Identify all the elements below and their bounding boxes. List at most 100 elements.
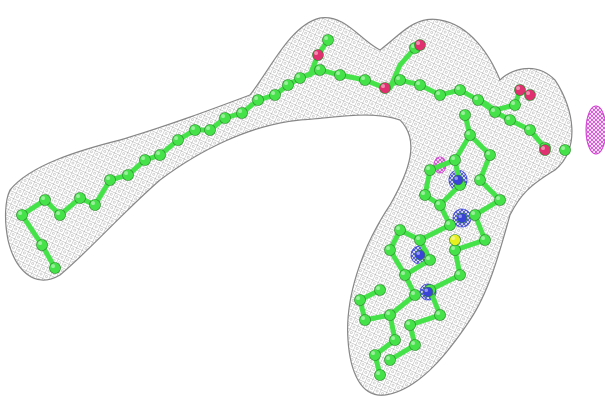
carbon-atom [469, 209, 481, 221]
carbon-atom-highlight [386, 356, 391, 361]
carbon-atom-highlight [436, 311, 441, 316]
carbon-atom-highlight [76, 194, 80, 198]
carbon-atom-highlight [471, 211, 476, 215]
carbon-atom-highlight [356, 296, 361, 301]
carbon-atom [509, 99, 521, 111]
carbon-atom [449, 154, 461, 166]
carbon-atom [459, 109, 471, 121]
oxygen-atom [414, 39, 426, 51]
carbon-atom [494, 194, 506, 206]
oxygen-atom [312, 49, 324, 61]
carbon-atom-highlight [386, 311, 391, 316]
carbon-atom [139, 154, 151, 166]
carbon-atom [449, 244, 461, 256]
carbon-atom-highlight [401, 271, 406, 276]
carbon-atom-highlight [436, 201, 441, 205]
carbon-atom-highlight [411, 44, 416, 48]
nitrogen-atom-highlight [416, 251, 420, 255]
carbon-atom [374, 369, 386, 381]
carbon-atom [434, 89, 446, 101]
carbon-atom-highlight [391, 336, 396, 341]
carbon-atom-highlight [156, 151, 160, 155]
carbon-atom-highlight [238, 109, 242, 113]
carbon-atom-highlight [221, 114, 225, 118]
carbon-atom [394, 224, 406, 236]
carbon-atom [409, 339, 421, 351]
carbon-atom-highlight [124, 171, 128, 175]
carbon-atom [472, 94, 484, 106]
nitrogen-atom-highlight [458, 214, 462, 218]
carbon-atom-highlight [361, 316, 366, 321]
nitrogen-atom [456, 212, 468, 224]
carbon-atom-highlight [416, 236, 421, 240]
carbon-atom [454, 269, 466, 281]
carbon-atom [369, 349, 381, 361]
carbon-atom [404, 319, 416, 331]
carbon-atom-highlight [411, 291, 416, 296]
carbon-atom [252, 94, 264, 106]
sulfur-atom [449, 234, 461, 246]
carbon-atom [122, 169, 134, 181]
carbon-atom [282, 79, 294, 91]
carbon-atom-highlight [466, 131, 471, 135]
carbon-atom-highlight [254, 96, 258, 100]
carbon-atom-highlight [486, 151, 491, 155]
oxygen-atom-highlight [381, 84, 386, 88]
carbon-atom [269, 89, 281, 101]
carbon-atom-highlight [396, 226, 401, 230]
carbon-atom-highlight [324, 36, 329, 40]
carbon-atom [334, 69, 346, 81]
carbon-atom [359, 314, 371, 326]
carbon-atom-highlight [451, 156, 456, 160]
oxygen-atom-highlight [526, 91, 530, 95]
carbon-atom-highlight [411, 341, 416, 346]
oxygen-atom [379, 82, 391, 94]
carbon-atom [424, 254, 436, 266]
carbon-atom [172, 134, 184, 146]
carbon-atom-highlight [91, 201, 95, 205]
carbon-atom-highlight [474, 96, 479, 100]
carbon-atom [89, 199, 101, 211]
carbon-atom [384, 309, 396, 321]
carbon-atom [424, 164, 436, 176]
carbon-atom [474, 174, 486, 186]
nitrogen-atom [414, 249, 426, 261]
carbon-atom [434, 199, 446, 211]
nitrogen-atom-highlight [454, 176, 458, 180]
carbon-atom-highlight [436, 91, 441, 95]
carbon-atom [464, 129, 476, 141]
oxygen-atom-highlight [416, 41, 421, 45]
carbon-atom [294, 72, 306, 84]
carbon-atom [504, 114, 516, 126]
molecule-atoms [16, 34, 571, 381]
carbon-atom-highlight [371, 351, 376, 356]
carbon-atom-highlight [416, 81, 421, 85]
carbon-atom [49, 262, 61, 274]
carbon-atom-highlight [496, 196, 501, 200]
carbon-atom [16, 209, 28, 221]
carbon-atom [219, 112, 231, 124]
carbon-atom-highlight [336, 71, 341, 75]
carbon-atom-highlight [456, 86, 461, 90]
carbon-atom-highlight [456, 271, 461, 276]
carbon-atom-highlight [18, 211, 23, 215]
carbon-atom-highlight [376, 286, 381, 291]
carbon-atom-highlight [426, 166, 431, 170]
carbon-atom [39, 194, 51, 206]
carbon-atom [204, 124, 216, 136]
carbon-atom-highlight [174, 136, 178, 140]
carbon-atom [444, 219, 456, 231]
carbon-atom [374, 284, 386, 296]
carbon-atom-highlight [476, 176, 481, 180]
carbon-atom-highlight [206, 126, 210, 130]
carbon-atom-highlight [426, 256, 431, 261]
carbon-atom [454, 84, 466, 96]
nitrogen-atom [422, 286, 434, 298]
carbon-atom [399, 269, 411, 281]
carbon-atom [154, 149, 166, 161]
carbon-atom-highlight [191, 126, 195, 130]
carbon-atom-highlight [421, 191, 426, 195]
carbon-atom [409, 289, 421, 301]
carbon-atom-highlight [506, 116, 511, 120]
